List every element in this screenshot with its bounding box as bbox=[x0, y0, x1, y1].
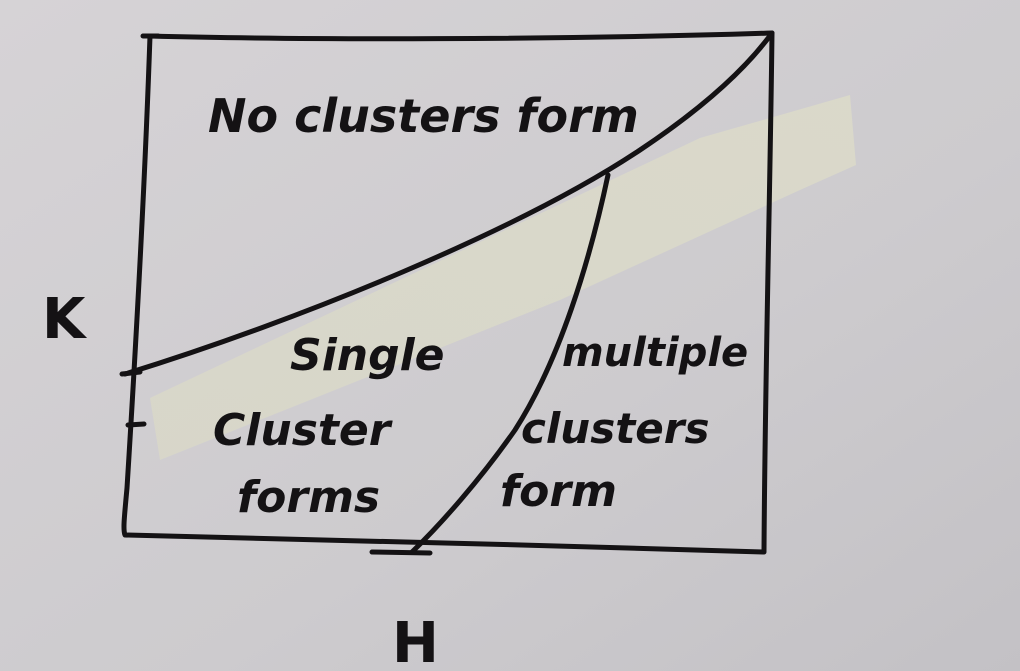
region-label-single-line2: Cluster bbox=[213, 405, 393, 456]
boundary-line-single-multiple bbox=[409, 172, 611, 555]
region-label-multiple-line2: clusters bbox=[521, 404, 709, 453]
tape-strip bbox=[150, 95, 856, 460]
y-axis-label: K bbox=[42, 287, 88, 352]
region-label-multiple-line3: form bbox=[500, 466, 617, 517]
x-axis-tick bbox=[369, 549, 433, 556]
region-label-no-clusters: No clusters form bbox=[208, 89, 639, 143]
region-label-single-line3: forms bbox=[237, 472, 380, 523]
boundary-curve-upper bbox=[122, 30, 775, 377]
region-label-single-line1: Single bbox=[290, 330, 445, 381]
region-label-multiple-line1: multiple bbox=[562, 330, 748, 376]
x-axis-label: H bbox=[392, 611, 439, 671]
